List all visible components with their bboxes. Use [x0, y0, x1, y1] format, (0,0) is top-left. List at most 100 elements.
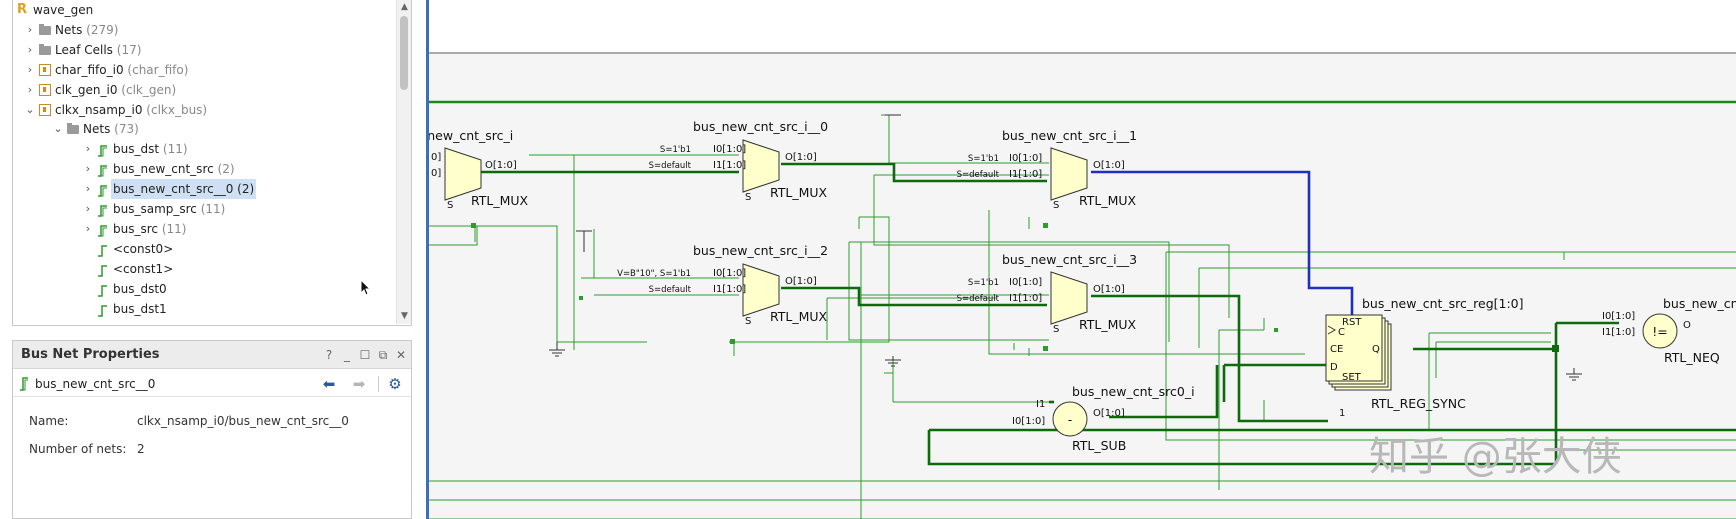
- tree-item-label: wave_gen: [33, 0, 93, 20]
- chevron-down-icon[interactable]: ⌄: [25, 102, 35, 116]
- cell-icon: [39, 83, 51, 96]
- ground-icon: [1566, 368, 1582, 381]
- chevron-right-icon[interactable]: ›: [85, 221, 91, 235]
- arrow-left-icon[interactable]: ⬅: [322, 375, 336, 393]
- comparator-neq[interactable]: != bus_new_cn I0[1:0] I1[1:0] O RTL_NEQ: [1602, 296, 1736, 365]
- tree-item[interactable]: ›char_fifo_i0 (char_fifo): [13, 60, 397, 80]
- select-value-label: S=default: [957, 170, 1000, 180]
- chevron-right-icon[interactable]: ›: [85, 162, 91, 176]
- help-button[interactable]: ?: [325, 348, 333, 362]
- pin-label: O[1:0]: [485, 160, 517, 171]
- mux-partial[interactable]: _new_cnt_src_i 0] 0] O[1:0] S RTL_MUX: [429, 128, 529, 211]
- property-value[interactable]: clkx_nsamp_i0/bus_new_cnt_src__0: [137, 414, 349, 428]
- close-button[interactable]: ✕: [395, 348, 407, 362]
- chevron-right-icon[interactable]: ›: [27, 62, 33, 76]
- tree-item-name: bus_new_cnt_src: [113, 162, 214, 177]
- tree-item-name: bus_samp_src: [113, 202, 197, 216]
- property-key: Number of nets:: [29, 442, 127, 456]
- chevron-right-icon[interactable]: ›: [27, 42, 33, 56]
- tree-item[interactable]: bus_dst1: [13, 299, 397, 319]
- chevron-right-icon[interactable]: ›: [85, 202, 91, 215]
- tree-item[interactable]: ›bus_dst (11): [13, 139, 397, 159]
- pin-label: I1[1:0]: [1009, 169, 1042, 180]
- schematic-buses[interactable]: [429, 100, 1736, 466]
- mux-bus-new-cnt-src-i-3[interactable]: bus_new_cnt_src_i__3 I0[1:0] I1[1:0] O[1…: [957, 252, 1138, 335]
- tree-item[interactable]: <const1>: [13, 259, 397, 279]
- tree-item[interactable]: ›Nets (279): [13, 20, 397, 40]
- tree-item[interactable]: ›Leaf Cells (17): [13, 40, 397, 60]
- tree-item-count: (11): [161, 221, 187, 236]
- tree-item[interactable]: <const0>: [13, 239, 397, 259]
- pin-label: S: [1053, 200, 1059, 211]
- tree-item-label: bus_samp_src (11): [113, 199, 225, 219]
- pin-label: C: [1338, 327, 1345, 338]
- tree-item[interactable]: › bus_samp_src (11): [13, 199, 397, 219]
- scroll-down-icon[interactable]: ▼: [401, 311, 408, 321]
- cell-type-label: RTL_NEQ: [1664, 350, 1720, 365]
- chevron-right-icon[interactable]: ›: [85, 182, 91, 196]
- arrow-right-icon[interactable]: ➡: [352, 375, 366, 393]
- pin-label: I0[1:0]: [1009, 277, 1042, 288]
- mux-bus-new-cnt-src-i-0[interactable]: bus_new_cnt_src_i__0 I0[1:0] I1[1:0] O[1…: [649, 119, 829, 203]
- tree-scroll-thumb[interactable]: [400, 16, 408, 90]
- pin-label: I0[1:0]: [713, 144, 746, 155]
- tree-item-label: clk_gen_i0 (clk_gen): [55, 80, 176, 100]
- pin-label: Q: [1372, 344, 1380, 355]
- select-value-label: S=1'b1: [968, 154, 999, 164]
- cell-name-label: bus_new_cnt_src_i__2: [693, 243, 828, 258]
- cell-name-label: _new_cnt_src_i: [429, 128, 513, 143]
- register-bus-new-cnt-src-reg[interactable]: bus_new_cnt_src_reg[1:0] RST C CE D SET …: [1325, 296, 1524, 419]
- cell-name-label: bus_new_cnt_src_i__0: [693, 119, 828, 134]
- pin-label: I0[1:0]: [1602, 311, 1635, 322]
- cell-icon: [39, 63, 51, 76]
- tree-item[interactable]: ›bus_new_cnt_src__0 (2): [13, 179, 397, 200]
- tree-item-label: <const0>: [113, 239, 173, 259]
- bus-net-properties-panel: Bus Net Properties ? _ ☐ ⧉ ✕ bus_new_cnt…: [12, 340, 412, 519]
- chevron-right-icon[interactable]: ›: [27, 82, 33, 96]
- bus-net-icon: [97, 183, 109, 197]
- tree-item[interactable]: ⌄ Nets (73): [13, 119, 397, 139]
- rtl-design-icon: R: [17, 2, 28, 17]
- tree-item[interactable]: ›bus_src (11): [13, 219, 397, 239]
- tree-item-name: Nets: [55, 22, 83, 37]
- property-value[interactable]: 2: [137, 442, 145, 456]
- cell-type-label: RTL_MUX: [1079, 317, 1137, 332]
- schematic-header-strip: [429, 0, 1736, 53]
- panel-splitter[interactable]: [426, 0, 429, 519]
- tree-item-name: Nets: [83, 122, 111, 137]
- tree-item[interactable]: ›bus_new_cnt_src (2): [13, 159, 397, 179]
- cell-name-label: bus_new_cnt_src0_i: [1072, 384, 1195, 399]
- tree-item-count: (clk_gen): [121, 82, 177, 97]
- cell-type-label: RTL_SUB: [1072, 438, 1126, 453]
- gear-icon[interactable]: ⚙: [388, 375, 402, 393]
- chevron-right-icon[interactable]: ›: [85, 142, 91, 156]
- pin-label: O: [1683, 320, 1691, 331]
- mux-bus-new-cnt-src-i-2[interactable]: bus_new_cnt_src_i__2 I0[1:0] I1[1:0] O[1…: [617, 243, 828, 327]
- scroll-up-icon[interactable]: ▲: [401, 2, 408, 12]
- pin-label: I0[1:0]: [1012, 416, 1045, 427]
- maximize-button[interactable]: ☐: [359, 348, 371, 362]
- tree-item-name: clkx_nsamp_i0: [55, 102, 143, 117]
- highlighted-net[interactable]: [1091, 170, 1354, 322]
- properties-header: Bus Net Properties ? _ ☐ ⧉ ✕: [13, 341, 411, 369]
- properties-title: Bus Net Properties: [21, 347, 160, 362]
- tree-item[interactable]: › clk_gen_i0 (clk_gen): [13, 80, 397, 100]
- chevron-right-icon[interactable]: ›: [27, 22, 33, 36]
- pin-label: RST: [1342, 317, 1362, 328]
- minimize-button[interactable]: _: [344, 348, 350, 362]
- tree-item[interactable]: ⌄clkx_nsamp_i0 (clkx_bus): [13, 100, 397, 120]
- cell-name-label: bus_new_cnt_src_i__1: [1002, 128, 1137, 143]
- select-value-label: S=default: [957, 294, 1000, 304]
- properties-toolbar: bus_new_cnt_src__0 ⬅ ➡ ⚙: [13, 371, 411, 397]
- tree-scrollbar[interactable]: ▲ ▼: [396, 0, 411, 324]
- schematic-canvas[interactable]: _new_cnt_src_i 0] 0] O[1:0] S RTL_MUX bu…: [429, 0, 1736, 519]
- pin-label: S: [745, 316, 751, 327]
- tree-item[interactable]: bus_dst0: [13, 279, 397, 299]
- subtractor-bus-new-cnt-src0-i[interactable]: - bus_new_cnt_src0_i I1 I0[1:0] O[1:0] R…: [1012, 384, 1195, 453]
- bus-net-icon: [97, 163, 109, 177]
- tree-item-label: Nets (73): [83, 119, 139, 139]
- chevron-down-icon[interactable]: ⌄: [53, 122, 63, 136]
- mux-bus-new-cnt-src-i-1[interactable]: bus_new_cnt_src_i__1 I0[1:0] I1[1:0] O[1…: [957, 128, 1138, 211]
- float-button[interactable]: ⧉: [378, 348, 388, 362]
